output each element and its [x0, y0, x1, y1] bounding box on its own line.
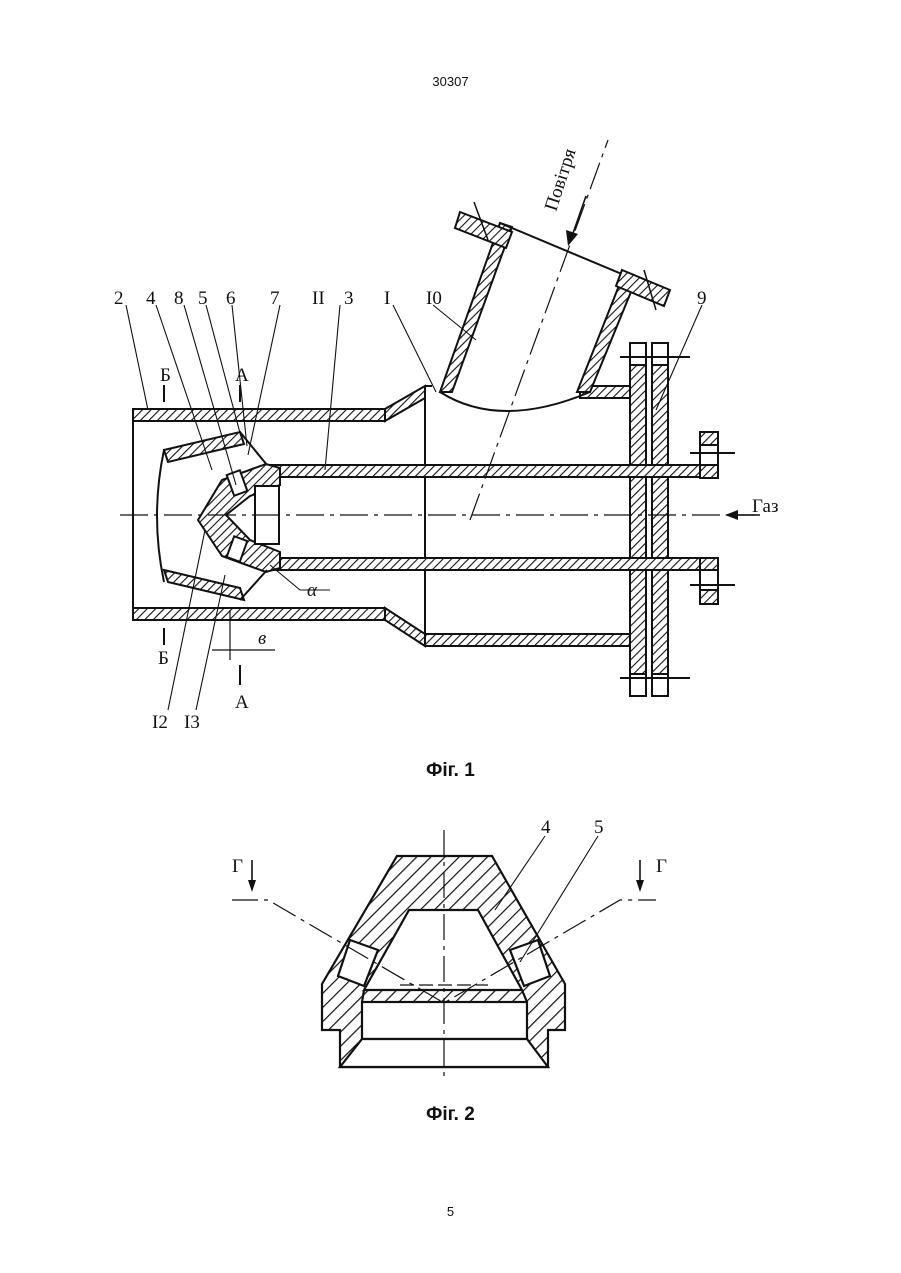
angle-alpha: α [307, 580, 318, 601]
swirler-shroud [157, 450, 164, 582]
section-a-top: А [235, 365, 249, 386]
casing-bottom-wall [133, 608, 385, 620]
casing-bottom-cone [385, 608, 425, 646]
figure-1-caption: Фіг. 1 [0, 760, 901, 782]
section-a-bottom: А [235, 692, 249, 713]
gas-tube-top-wall [267, 465, 700, 477]
figure-2-caption: Фіг. 2 [0, 1104, 901, 1126]
label-4: 4 [146, 288, 156, 309]
swirler-outer-bottom [164, 570, 244, 600]
air-flow-line [470, 140, 608, 520]
label-I2: I2 [152, 712, 168, 733]
label-8: 8 [174, 288, 184, 309]
air-pipe-left-wall [440, 223, 512, 392]
section-b-bottom: Б [158, 648, 169, 669]
gas-label: Газ [752, 496, 778, 517]
label-6: 6 [226, 288, 236, 309]
section-b-top: Б [160, 365, 171, 386]
label-I3: I3 [184, 712, 200, 733]
flange-9-left [630, 343, 646, 695]
flange-9-right [652, 343, 668, 695]
air-flange-left [455, 212, 512, 248]
label-9: 9 [697, 288, 707, 309]
label-I: I [384, 288, 390, 309]
gas-tube-bottom-wall [267, 558, 700, 570]
label-II: II [312, 288, 325, 309]
casing-top-wall [133, 409, 385, 421]
page-number: 5 [0, 1204, 901, 1219]
label-2: 2 [114, 288, 124, 309]
air-arrow [572, 196, 586, 236]
label-I0: I0 [426, 288, 442, 309]
label-7: 7 [270, 288, 280, 309]
air-pipe-right-wall [577, 278, 635, 392]
air-label: Повітря [541, 146, 581, 214]
casing-top-cone [385, 386, 425, 421]
dimension-b: в [258, 628, 266, 649]
label-3: 3 [344, 288, 354, 309]
label-5: 5 [198, 288, 208, 309]
casing-bottom-rear [425, 634, 643, 646]
